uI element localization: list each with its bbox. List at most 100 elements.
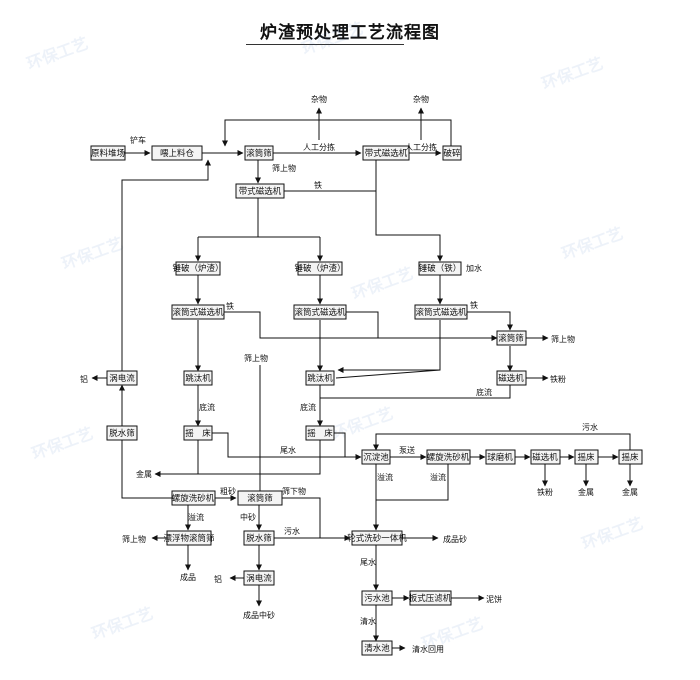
svg-text:滚筒式磁选机: 滚筒式磁选机 [415, 307, 467, 318]
crusher-box: 锤破（铁） [418, 261, 462, 276]
filter-press-box: 板式压滤机 [409, 590, 452, 606]
svg-text:板式压滤机: 板式压滤机 [409, 593, 452, 604]
svg-text:锤破（炉渣）: 锤破（炉渣） [172, 263, 223, 274]
svg-text:螺旋洗砂机: 螺旋洗砂机 [172, 493, 215, 504]
label-metal: 金属 [622, 487, 638, 497]
label-tail-water: 尾水 [280, 445, 296, 455]
flow-line [373, 433, 631, 451]
svg-text:漂浮物滚筒筛: 漂浮物滚筒筛 [163, 533, 215, 544]
flow-line [198, 440, 321, 475]
svg-text:滚筒式磁选机: 滚筒式磁选机 [294, 307, 346, 318]
label-truck: 铲车 [130, 135, 146, 145]
svg-text:滚筒筛: 滚筒筛 [247, 493, 273, 504]
title-underline [246, 44, 404, 45]
svg-text:螺旋洗砂机: 螺旋洗砂机 [427, 452, 470, 463]
flow-line [154, 440, 199, 477]
svg-text:摇床: 摇床 [621, 452, 639, 463]
svg-text:破碎: 破碎 [443, 148, 461, 159]
raw-pile-box: 原料堆场 [90, 145, 126, 161]
flow-line [467, 311, 513, 331]
label-bottom-flow: 底流 [476, 387, 492, 397]
label-impurity: 杂物 [413, 94, 429, 104]
svg-text:磁选机: 磁选机 [532, 452, 558, 463]
crusher-box: 锤破（炉渣） [172, 261, 224, 276]
label-overflow: 溢流 [377, 472, 393, 482]
svg-text:锤破（炉渣）: 锤破（炉渣） [294, 263, 345, 274]
label-add-water: 加水 [466, 263, 482, 273]
sewage-pool-box: 污水池 [361, 590, 393, 606]
label-clear-water-reuse: 清水回用 [412, 644, 444, 654]
drum-magnet-box: 滚筒式磁选机 [293, 304, 347, 320]
svg-text:滚筒式磁选机: 滚筒式磁选机 [172, 307, 224, 318]
dewater-screen-box: 脱水筛 [106, 425, 138, 441]
page-title: 炉渣预处理工艺流程图 [260, 23, 440, 43]
label-product-mid-sand: 成品中砂 [243, 610, 275, 620]
label-iron: 铁 [470, 300, 478, 310]
svg-text:摇 床: 摇 床 [185, 428, 211, 439]
svg-text:涡电流: 涡电流 [109, 373, 135, 384]
connector-lines [91, 107, 633, 651]
svg-text:跳汰机: 跳汰机 [185, 373, 211, 384]
label-iron-powder: 铁粉 [550, 374, 566, 384]
label-impurity: 杂物 [311, 94, 327, 104]
label-sewage: 污水 [284, 526, 300, 536]
flow-line [346, 311, 379, 338]
flow-line [335, 320, 441, 379]
flow-line [121, 159, 211, 371]
magnetic-separator-box: 磁选机 [530, 449, 561, 465]
label-mud-cake: 泥饼 [486, 594, 502, 604]
svg-text:摇 床: 摇 床 [307, 428, 333, 439]
label-clear-water: 清水 [360, 616, 376, 626]
label-overflow: 溢流 [430, 472, 446, 482]
crusher-box: 破碎 [442, 145, 462, 161]
crusher-box: 锤破（炉渣） [294, 261, 346, 276]
flow-line [334, 432, 346, 457]
label-tail-water: 尾水 [360, 557, 376, 567]
label-product-sand: 成品砂 [443, 534, 467, 544]
label-oversize: 筛上物 [272, 163, 296, 173]
shaker-box: 摇 床 [183, 425, 213, 441]
flow-line [376, 464, 449, 501]
label-pumped: 泵送 [399, 445, 415, 455]
cyclone-box: 涡电流 [243, 570, 275, 586]
label-manual-sort: 人工分拣 [303, 142, 335, 152]
label-aluminum: 铝 [214, 574, 222, 584]
jig-box: 跳汰机 [305, 370, 335, 386]
drum-screen-box: 滚筒筛 [244, 145, 274, 161]
jig-box: 跳汰机 [183, 370, 213, 386]
cyclone-box: 涡电流 [106, 370, 138, 386]
svg-text:锤破（铁）: 锤破（铁） [419, 263, 462, 274]
process-boxes: 原料堆场 喂上料仓 滚筒筛 带式磁选机 破碎 带式磁选机 锤破（炉渣） 锤破（炉… [90, 145, 643, 656]
shaker-box: 摇床 [618, 449, 643, 465]
label-manual-sort: 人工分拣 [405, 142, 437, 152]
shaker-box: 摇 床 [305, 425, 335, 441]
svg-text:喂上料仓: 喂上料仓 [160, 148, 195, 159]
flow-line [121, 440, 172, 499]
flow-line [212, 432, 362, 460]
belt-magnet-box: 带式磁选机 [235, 183, 285, 199]
svg-text:带式磁选机: 带式磁选机 [239, 186, 282, 197]
flow-line [375, 160, 443, 262]
label-undersize: 筛下物 [282, 486, 306, 496]
flow-line [222, 119, 452, 147]
label-coarse-sand: 粗砂 [220, 486, 236, 496]
label-oversize: 筛上物 [244, 353, 268, 363]
label-iron-powder: 铁粉 [537, 487, 553, 497]
flow-line [282, 497, 321, 538]
svg-text:摇床: 摇床 [577, 452, 595, 463]
feeder-box: 喂上料仓 [151, 145, 203, 161]
drum-magnet-box: 滚筒式磁选机 [171, 304, 225, 320]
svg-text:沉淀池: 沉淀池 [363, 452, 389, 463]
belt-magnet-box: 带式磁选机 [362, 145, 410, 161]
spiral-washer-box: 螺旋洗砂机 [426, 449, 471, 465]
dewater-screen-box: 脱水筛 [243, 530, 275, 546]
ball-mill-box: 球磨机 [485, 449, 516, 465]
flow-line [320, 385, 511, 399]
svg-text:滚筒筛: 滚筒筛 [246, 148, 272, 159]
label-aluminum: 铝 [80, 374, 88, 384]
svg-text:球磨机: 球磨机 [487, 452, 513, 463]
svg-text:涡电流: 涡电流 [246, 573, 272, 584]
flow-labels: 杂物 杂物 铲车 人工分拣 人工分拣 筛上物 铁 加水 铁 铁 筛上物 筛上物 … [80, 94, 638, 654]
label-oversize: 筛上物 [551, 334, 575, 344]
